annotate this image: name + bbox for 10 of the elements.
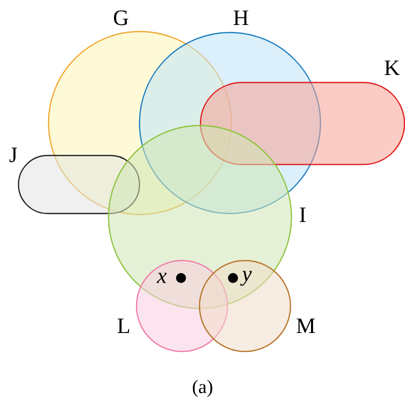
set-label: H [233,6,249,30]
set-label: K [384,56,400,80]
set-label: I [299,203,306,227]
set-label: M [296,314,316,338]
point-label: y [242,262,252,286]
set-label: L [117,314,130,338]
set-label: J [9,143,18,167]
point-label: x [157,264,167,288]
set-label: G [113,6,129,30]
caption: (a) [192,377,214,398]
